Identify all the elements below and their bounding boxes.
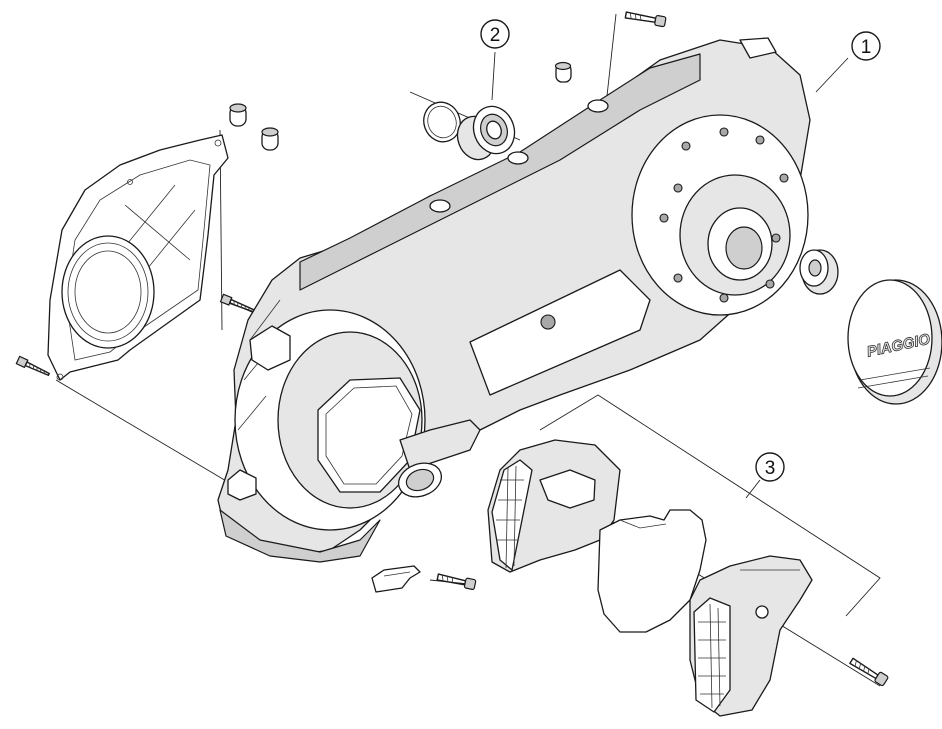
callout-1-label: 1	[861, 37, 872, 58]
filter-cover	[689, 555, 813, 717]
inner-cover-plate	[47, 134, 229, 381]
filter-element	[597, 509, 707, 633]
transmission-cover	[217, 37, 811, 563]
dowel-pins	[229, 61, 572, 151]
callout-3-label: 3	[765, 458, 776, 479]
screws	[15, 11, 889, 687]
logo-cover: PIAGGIO	[847, 279, 942, 405]
circlip-and-bearing	[423, 101, 516, 161]
callout-2-label: 2	[490, 25, 501, 46]
callout-1: 1	[851, 31, 881, 61]
clip-bracket	[371, 565, 421, 593]
center-plug	[799, 249, 839, 295]
callout-2: 2	[480, 19, 510, 49]
callout-3: 3	[755, 452, 785, 482]
air-filter-housing	[487, 439, 621, 573]
